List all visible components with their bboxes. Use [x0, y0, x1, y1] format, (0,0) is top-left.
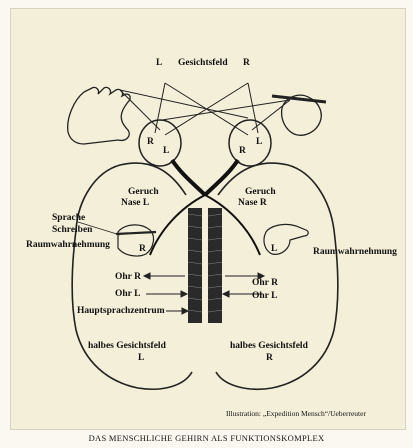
figure-caption: DAS MENSCHLICHE GEHIRN ALS FUNKTIONSKOMP… — [0, 433, 413, 443]
half-field-left-side-label: L — [138, 353, 144, 364]
callosum-left — [188, 208, 202, 323]
half-field-right-side-label: R — [266, 353, 273, 364]
optic-nerve-left — [172, 160, 205, 195]
hand-right-l-label: L — [271, 244, 277, 255]
spatial-left-label: Raumwahrnehmung — [26, 240, 110, 251]
speech-label: Sprache — [52, 213, 85, 224]
smell-left-label: Geruch — [128, 187, 159, 198]
visual-field-right-label: R — [243, 58, 250, 69]
spatial-right-label: Raumwahrnehmung — [313, 247, 397, 258]
left-eye-r-label: R — [147, 137, 154, 148]
nose-left-label: Nase L — [121, 198, 149, 209]
smell-right-label: Geruch — [245, 187, 276, 198]
ear-arrows — [144, 273, 264, 297]
right-eye-l-label: L — [256, 137, 262, 148]
ear-right-r-label: Ohr R — [252, 278, 278, 289]
left-eye — [139, 120, 181, 166]
ear-left-l-label: Ohr L — [115, 289, 140, 300]
half-field-right-label: halbes Gesichtsfeld — [230, 341, 308, 352]
hand-left-r-label: R — [139, 244, 146, 255]
callosum-right — [208, 208, 222, 323]
right-eye-r-label: R — [239, 146, 246, 157]
ear-right-l-label: Ohr L — [252, 291, 277, 302]
hand-top-left — [68, 87, 130, 144]
hand-mid-left — [118, 225, 153, 256]
ear-left-r-label: Ohr R — [115, 272, 141, 283]
pencil-mid-left — [116, 232, 156, 234]
visual-field-label: Gesichtsfeld — [178, 58, 228, 69]
writing-label: Schreiben — [52, 225, 92, 236]
half-field-left-label: halbes Gesichtsfeld — [88, 341, 166, 352]
nose-right-label: Nase R — [238, 198, 267, 209]
left-eye-l-label: L — [163, 146, 169, 157]
speech-center-arrow — [166, 308, 188, 314]
main-speech-center-label: Hauptsprachzentrum — [77, 306, 165, 317]
illustration-credit: Illustration: „Expedition Mensch“/Ueberr… — [226, 409, 366, 418]
visual-field-left-label: L — [156, 58, 162, 69]
